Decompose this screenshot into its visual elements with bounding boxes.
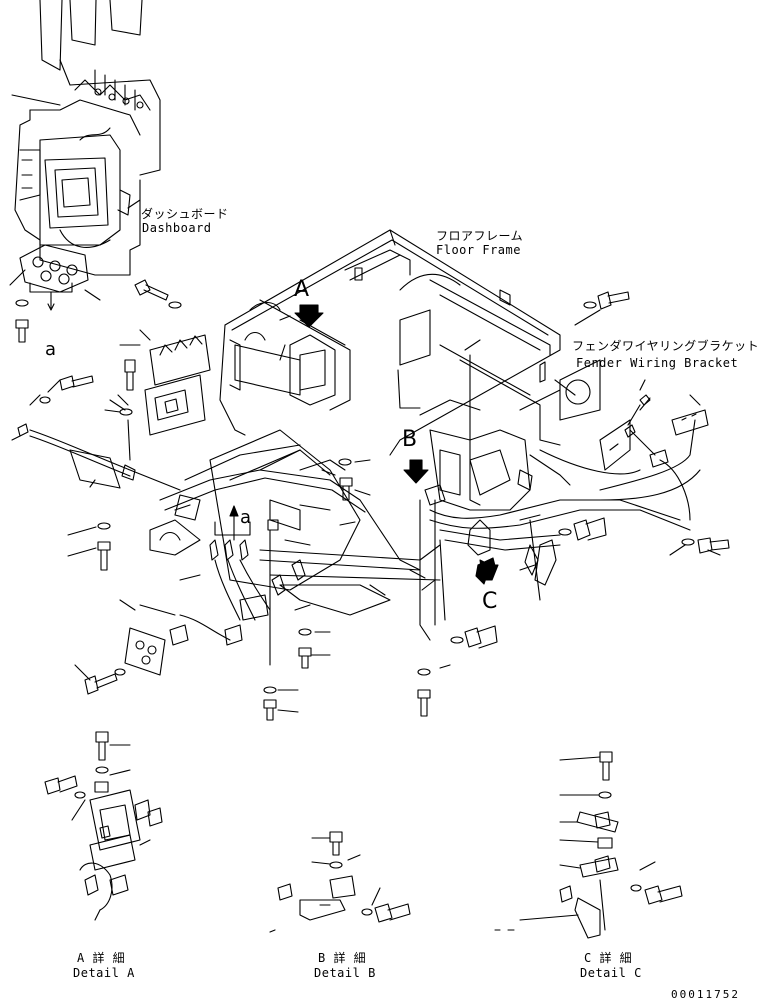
detail-a-drawing	[44, 731, 163, 921]
detail-c-label-en: Detail C	[580, 966, 642, 980]
detail-c-label-jp: C 詳 細	[584, 951, 633, 965]
detail-a-label-jp: A 詳 細	[77, 951, 126, 965]
dashboard-label-en: Dashboard	[142, 221, 212, 235]
right-bolts	[417, 291, 730, 717]
callout-a: A	[294, 277, 310, 302]
detail-c-drawing	[494, 751, 683, 939]
callout-a-arrow	[279, 304, 336, 406]
detail-b-label-en: Detail B	[314, 966, 376, 980]
callout-small-a-arrow	[214, 505, 251, 541]
detail-b-label-jp: B 詳 細	[318, 951, 367, 965]
lower-left-bolts	[67, 522, 126, 695]
dashboard-assembly	[9, 0, 161, 311]
callout-a-lower-left: a	[45, 339, 57, 360]
callout-c-arrow	[475, 557, 497, 585]
part-number: 00011752	[671, 988, 740, 1001]
dashboard-bolt-group	[15, 299, 29, 343]
floor-frame-label-en: Floor Frame	[436, 243, 521, 257]
left-bolts	[29, 279, 182, 416]
dashboard-label-jp: ダッシュボード	[141, 207, 229, 221]
callout-a-lower-mid: a	[240, 507, 252, 528]
callout-b: B	[402, 427, 418, 452]
callout-c: C	[482, 589, 498, 614]
main-wiring-harness	[124, 429, 441, 676]
detail-b-drawing	[269, 831, 411, 933]
floor-frame-label-jp: フロアフレーム	[436, 229, 524, 243]
detail-a-label-en: Detail A	[73, 966, 135, 980]
leader-lines	[47, 329, 651, 611]
centre-lower-bolts	[263, 458, 436, 721]
fender-wiring-bracket	[599, 379, 709, 521]
floor-frame	[219, 229, 601, 506]
left-harness	[11, 419, 181, 491]
right-harness	[403, 339, 701, 641]
relay-block	[117, 334, 211, 436]
fender-bracket-label-jp: フェンダワイヤリングブラケット	[572, 339, 759, 353]
fender-bracket-label-en: Fender Wiring Bracket	[576, 356, 739, 370]
